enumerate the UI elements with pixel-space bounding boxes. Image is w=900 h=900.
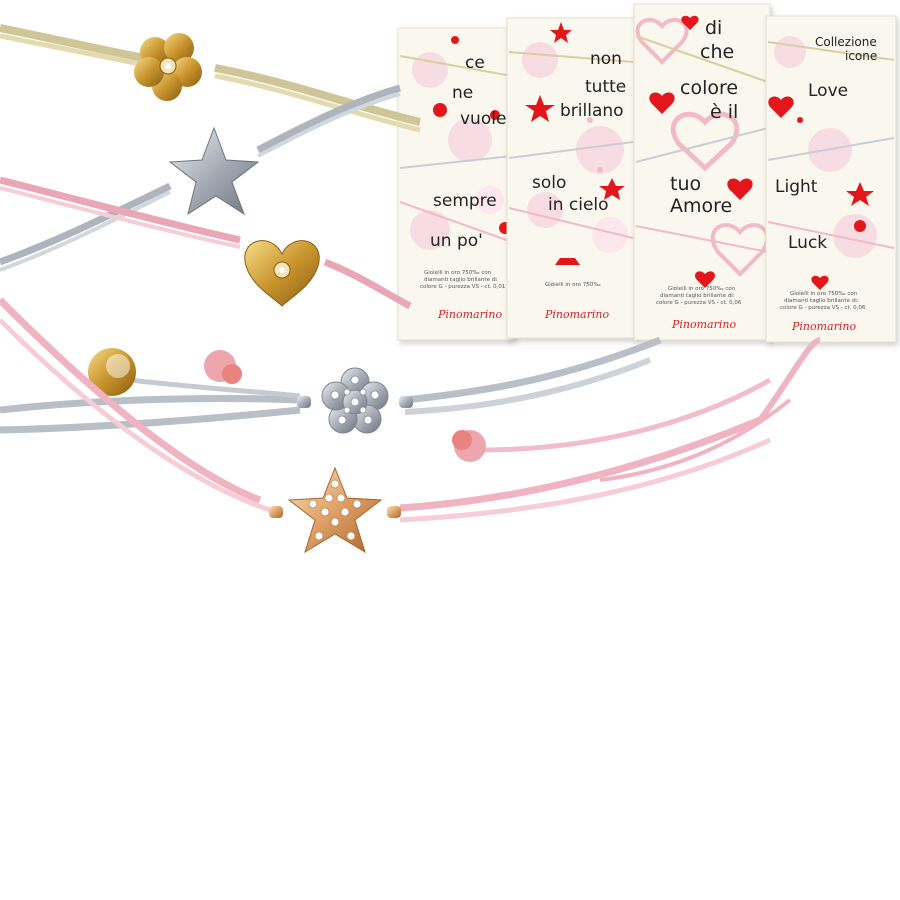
card-1-fine-print-1: Gioielli in oro 750‰ con <box>424 270 492 276</box>
card-3-line-3: colore <box>680 77 738 99</box>
flower-pave-charm-icon <box>297 367 413 434</box>
card-2-line-5: in cielo <box>548 195 609 215</box>
card-2-line-1: non <box>590 49 622 69</box>
card-2-brand-logo: Pinomarino <box>544 308 609 321</box>
star-pave-charm-icon <box>269 466 401 554</box>
card-2-line-3: brillano <box>560 101 624 121</box>
card-3: di che colore è il tuo Amore Gioielli in… <box>633 3 771 341</box>
card-4-fine-print-1: Gioielli in oro 750‰ con <box>790 291 858 297</box>
card-1-line-5: un po' <box>430 231 483 251</box>
card-3-line-4: è il <box>710 101 738 123</box>
beige-cord-bracelet <box>0 24 421 133</box>
rose-gold-end-bead <box>88 348 136 396</box>
card-4-line-4: Light <box>775 177 818 197</box>
card-1-line-1: ce <box>465 53 485 73</box>
card-2-fine-print-1: Gioielli in oro 750‰ <box>545 282 601 288</box>
cord-knot-1 <box>204 350 242 384</box>
card-1-line-3: vuole <box>460 109 506 129</box>
card-3-fine-print-1: Gioielli in oro 750‰ con <box>668 286 736 292</box>
card-3-line-6: Amore <box>670 195 732 217</box>
card-1: ce ne vuole sempre un po' Gioielli in or… <box>397 27 515 341</box>
card-2-line-2: tutte <box>585 77 626 97</box>
card-2: non tutte brillano solo in cielo Gioiell… <box>506 17 636 339</box>
card-3-line-5: tuo <box>670 173 701 195</box>
card-1-line-2: ne <box>452 83 473 103</box>
card-3-fine-print-3: colore G - purezza VS - ct. 0,06 <box>656 300 742 306</box>
card-2-line-4: solo <box>532 173 566 193</box>
card-4-line-5: Luck <box>788 233 827 253</box>
card-1-fine-print-3: colore G - purezza VS - ct. 0,01 <box>420 284 505 290</box>
card-1-fine-print-2: diamanti taglio brillante di <box>424 277 497 283</box>
card-1-brand-logo: Pinomarino <box>437 308 502 321</box>
card-3-brand-logo: Pinomarino <box>671 318 736 331</box>
card-1-line-4: sempre <box>433 191 497 211</box>
card-4-brand-logo: Pinomarino <box>791 320 856 333</box>
cord-knot-2 <box>452 430 486 462</box>
star-charm-icon <box>168 126 260 216</box>
card-4-fine-print-3: colore G - purezza VS - ct. 0,06 <box>780 305 866 311</box>
heart-charm-icon <box>244 240 320 307</box>
card-3-line-1: di <box>705 17 722 39</box>
card-3-line-2: che <box>700 41 734 63</box>
card-4-line-3: Love <box>808 81 848 101</box>
card-4-line-1: Collezione <box>815 35 877 49</box>
grey-cord-bracelet-pave <box>0 336 662 434</box>
flower-charm-icon <box>134 33 202 101</box>
pink-cord-bracelet-pave <box>0 297 821 523</box>
card-4-fine-print-2: diamanti taglio brillante di: <box>784 298 859 304</box>
card-4-line-2: icone <box>845 49 877 63</box>
card-3-fine-print-2: diamanti taglio brillante di: <box>660 293 735 299</box>
card-4: Collezione icone Love Light Luck Gioiell… <box>765 15 897 343</box>
grey-cord-bracelet <box>0 84 401 272</box>
pink-cord-bracelet-top <box>0 176 412 310</box>
